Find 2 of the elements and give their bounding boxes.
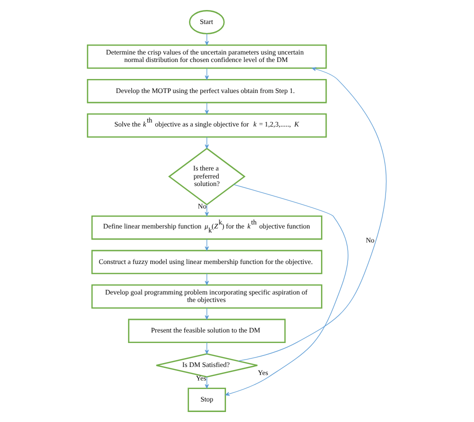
arrow <box>238 67 387 362</box>
arrow <box>225 184 348 396</box>
